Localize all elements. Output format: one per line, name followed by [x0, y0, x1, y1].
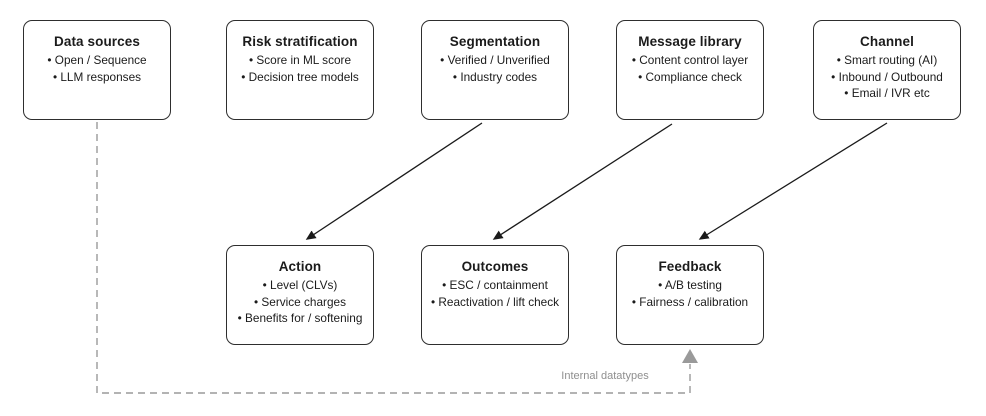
bullet-item: A/B testing — [617, 277, 763, 294]
node-risk-stratification: Risk stratification Score in ML score De… — [226, 20, 374, 120]
bullet-list: Score in ML score Decision tree models — [227, 52, 373, 85]
bullet-item: Open / Sequence — [24, 52, 170, 69]
node-message-library: Message library Content control layer Co… — [616, 20, 764, 120]
node-title: Outcomes — [461, 259, 529, 274]
bullet-item: Fairness / calibration — [617, 294, 763, 311]
node-segmentation: Segmentation Verified / Unverified Indus… — [421, 20, 569, 120]
node-title: Feedback — [658, 259, 722, 274]
arrow-channel-to-feedback — [698, 122, 888, 240]
node-title: Action — [278, 259, 322, 274]
arrow-message-library-to-outcomes — [492, 123, 673, 240]
bullet-list: Content control layer Compliance check — [617, 52, 763, 85]
bullet-item: Level (CLVs) — [227, 277, 373, 294]
bullet-item: Benefits for / softening — [227, 310, 373, 327]
bullet-list: Smart routing (AI) Inbound / Outbound Em… — [814, 52, 960, 102]
bullet-item: Verified / Unverified — [422, 52, 568, 69]
node-feedback: Feedback A/B testing Fairness / calibrat… — [616, 245, 764, 345]
bullet-list: A/B testing Fairness / calibration — [617, 277, 763, 310]
bullet-list: ESC / containment Reactivation / lift ch… — [422, 277, 568, 310]
bullet-item: Content control layer — [617, 52, 763, 69]
bullet-list: Verified / Unverified Industry codes — [422, 52, 568, 85]
bullet-item: LLM responses — [24, 69, 170, 86]
node-action: Action Level (CLVs) Service charges Bene… — [226, 245, 374, 345]
bullet-list: Open / Sequence LLM responses — [24, 52, 170, 85]
bullet-item: Service charges — [227, 294, 373, 311]
node-title: Channel — [860, 34, 914, 49]
bullet-item: Score in ML score — [227, 52, 373, 69]
node-title: Risk stratification — [242, 34, 358, 49]
bullet-item: Smart routing (AI) — [814, 52, 960, 69]
bullet-item: ESC / containment — [422, 277, 568, 294]
bullet-list: Level (CLVs) Service charges Benefits fo… — [227, 277, 373, 327]
bullet-item: Compliance check — [617, 69, 763, 86]
bullet-item: Inbound / Outbound — [814, 69, 960, 86]
dashed-edge-data-sources-to-feedback — [96, 122, 691, 394]
node-channel: Channel Smart routing (AI) Inbound / Out… — [813, 20, 961, 120]
node-outcomes: Outcomes ESC / containment Reactivation … — [421, 245, 569, 345]
gray-arrowhead-icon — [682, 349, 698, 363]
node-data-sources: Data sources Open / Sequence LLM respons… — [23, 20, 171, 120]
bullet-item: Decision tree models — [227, 69, 373, 86]
bullet-item: Industry codes — [422, 69, 568, 86]
bullet-item: Email / IVR etc — [814, 85, 960, 102]
arrow-segmentation-to-action — [305, 122, 483, 240]
node-title: Segmentation — [449, 34, 541, 49]
node-title: Message library — [638, 34, 742, 49]
dashed-edge-label: Internal datatypes — [561, 370, 649, 382]
node-title: Data sources — [54, 34, 140, 49]
bullet-item: Reactivation / lift check — [422, 294, 568, 311]
